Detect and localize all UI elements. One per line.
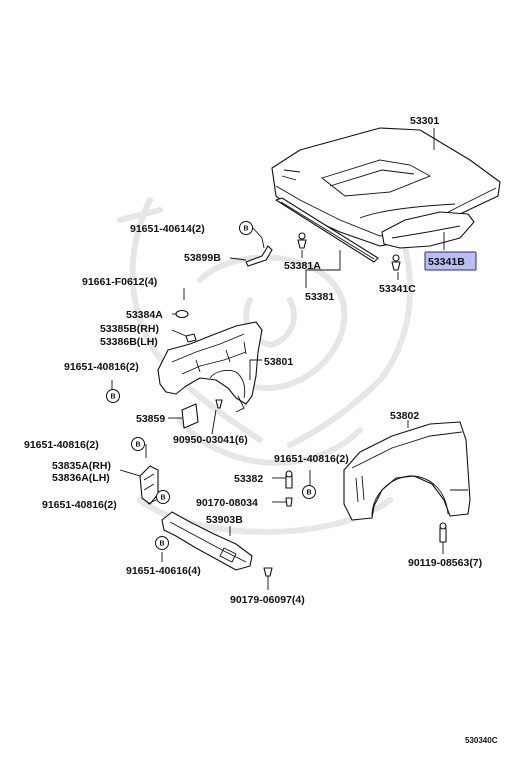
part-label-53385b[interactable]: 53385B(RH): [100, 323, 159, 335]
part-label-90119-08563[interactable]: 90119-08563(7): [408, 557, 482, 569]
part-label-91651-40816-b[interactable]: 91651-40816(2): [24, 439, 99, 451]
diagram-code: 530340C: [465, 736, 498, 745]
part-label-91651-40816-c[interactable]: 91651-40816(2): [42, 499, 117, 511]
clip-90170[interactable]: [285, 497, 293, 507]
leader-lines: [111, 128, 445, 590]
part-label-53836a[interactable]: 53836A(LH): [52, 472, 110, 484]
hood-seal-strip[interactable]: [275, 197, 379, 263]
part-label-53381[interactable]: 53381: [305, 291, 334, 303]
fender-bracket[interactable]: [139, 465, 159, 505]
part-label-53341b[interactable]: 53341B: [428, 256, 465, 268]
clip-53381a[interactable]: [297, 232, 307, 249]
bolt-53382[interactable]: [285, 470, 293, 489]
part-label-90179-06097[interactable]: 90179-06097(4): [230, 594, 305, 606]
part-label-53341c[interactable]: 53341C: [379, 283, 416, 295]
part-label-53381a[interactable]: 53381A: [284, 260, 321, 272]
b-callout: B: [131, 437, 145, 451]
clip-90950[interactable]: [215, 399, 223, 409]
part-label-91651-40616[interactable]: 91651-40616(4): [126, 565, 201, 577]
front-fender[interactable]: [343, 421, 471, 521]
part-label-53835a[interactable]: 53835A(RH): [52, 460, 111, 472]
b-callout-letter: B: [159, 541, 164, 548]
part-label-53384a[interactable]: 53384A: [126, 309, 163, 321]
b-callout-letter: B: [135, 442, 140, 449]
part-label-53801[interactable]: 53801: [264, 356, 293, 368]
b-callout: B: [106, 389, 120, 403]
b-callout-letter: B: [306, 490, 311, 497]
part-label-91651-40816-a[interactable]: 91651-40816(2): [64, 361, 139, 373]
fender-apron[interactable]: [157, 321, 263, 413]
part-label-91651-40614[interactable]: 91651-40614(2): [130, 223, 205, 235]
clip-53341c[interactable]: [391, 254, 401, 271]
part-label-90170-08034[interactable]: 90170-08034: [196, 497, 258, 509]
highlight-box: [424, 251, 477, 271]
clip-90179[interactable]: [263, 567, 273, 577]
part-label-90950-03041[interactable]: 90950-03041(6): [173, 434, 248, 446]
hood-insulator[interactable]: [381, 211, 475, 249]
hood-support-rod[interactable]: [245, 245, 273, 267]
part-label-91651-40816-d[interactable]: 91651-40816(2): [274, 453, 349, 465]
part-labels: 53301 53341B 53381A 53381 53341C 91651-4…: [24, 115, 482, 606]
part-label-53301[interactable]: 53301: [410, 115, 439, 127]
b-callout: B: [239, 221, 253, 235]
grommet-53384a[interactable]: [175, 309, 189, 319]
part-label-53382[interactable]: 53382: [234, 473, 263, 485]
b-callout-letter: B: [243, 226, 248, 233]
apron-cover-plate[interactable]: [181, 403, 199, 429]
bolt-90119[interactable]: [439, 522, 447, 543]
part-label-53802[interactable]: 53802: [390, 410, 419, 422]
b-callout: B: [156, 490, 170, 504]
part-label-53899b[interactable]: 53899B: [184, 252, 221, 264]
part-label-53386b[interactable]: 53386B(LH): [100, 336, 158, 348]
b-callout-letter: B: [160, 495, 165, 502]
part-label-53903b[interactable]: 53903B: [206, 514, 243, 526]
part-label-91661-f0612[interactable]: 91661-F0612(4): [82, 276, 157, 288]
b-callout-letter: B: [110, 394, 115, 401]
splash-shield[interactable]: [161, 511, 253, 571]
part-label-53859[interactable]: 53859: [136, 413, 165, 425]
b-callout: B: [155, 536, 169, 550]
apron-bracket[interactable]: [185, 333, 197, 343]
b-callout: B: [302, 485, 316, 499]
